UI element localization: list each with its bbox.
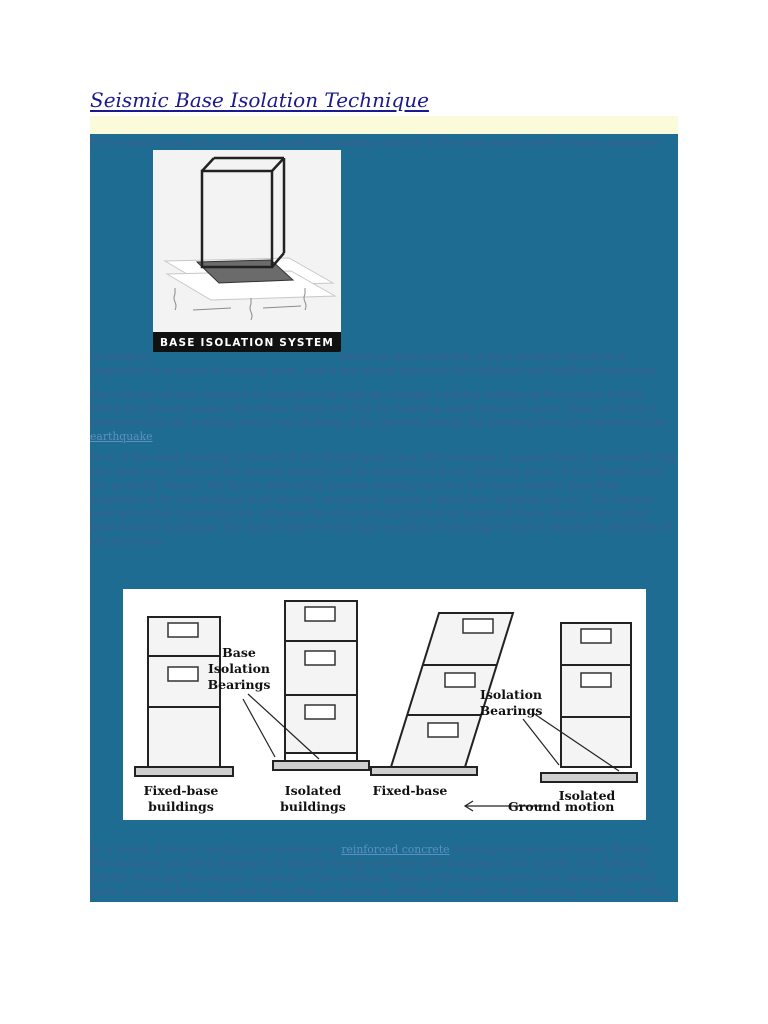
paragraph-result: As a result, a robust medium-rise masonr…	[90, 843, 676, 899]
article-body: It is easiest to see the principle at wo…	[90, 134, 678, 902]
figure-caption: BASE ISOLATION SYSTEM	[160, 337, 334, 349]
label-bearings: Bearings	[208, 677, 271, 692]
paragraph-intro: It is easiest to see the principle at wo…	[90, 136, 658, 149]
label-base: Base	[222, 645, 256, 660]
earthquake-link[interactable]: earthquake	[90, 430, 153, 443]
label-fixed-base-buildings: Fixed-base	[144, 783, 219, 798]
building-comparison-figure: Base Isolation Bearings Isolation Bearin…	[123, 589, 646, 820]
base-isolation-illustration: BASE ISOLATION SYSTEM	[153, 150, 341, 352]
paragraph-base-isolation: techniques, known as base isolation. A ba…	[90, 350, 676, 378]
label-isolated-buildings-2: buildings	[280, 799, 346, 814]
paragraph-text: supported by a series of bearing pads, w…	[90, 364, 661, 377]
paragraph-text: As a result, a robust medium-rise masonr…	[90, 843, 338, 856]
paragraph-text: building becomes extremely flexible. The…	[90, 843, 672, 898]
page-title[interactable]: Seismic Base Isolation Technique	[90, 88, 429, 112]
title-band	[90, 116, 678, 134]
building-comparison-illustration: Base Isolation Bearings Isolation Bearin…	[134, 600, 638, 814]
paragraph-text: .	[152, 430, 156, 443]
paragraph-text: techniques,	[90, 350, 154, 363]
paragraph-text: The concept of base isolation is explain…	[90, 388, 669, 429]
label-isolated-buildings: Isolated	[285, 783, 342, 798]
reinforced-concrete-link[interactable]: reinforced concrete	[341, 843, 450, 856]
base-isolation-system-figure: BASE ISOLATION SYSTEM	[153, 150, 341, 352]
label-fixed-base-buildings-2: buildings	[148, 799, 214, 814]
label-ground-motion: Ground motion	[508, 799, 614, 814]
label-bearings-2: Bearings	[480, 703, 543, 718]
label-isolation: Isolation	[208, 661, 270, 676]
label-fixed-base: Fixed-base	[373, 783, 448, 798]
label-isolated: Isolated	[559, 788, 616, 803]
paragraph-text: known as base isolation. A base isolated…	[339, 350, 627, 363]
paragraph-flexible-pads: Now, if the same building is rested on t…	[90, 451, 676, 548]
label-isolation-2: Isolation	[480, 687, 542, 702]
paragraph-concept: The concept of base isolation is explain…	[90, 388, 676, 444]
